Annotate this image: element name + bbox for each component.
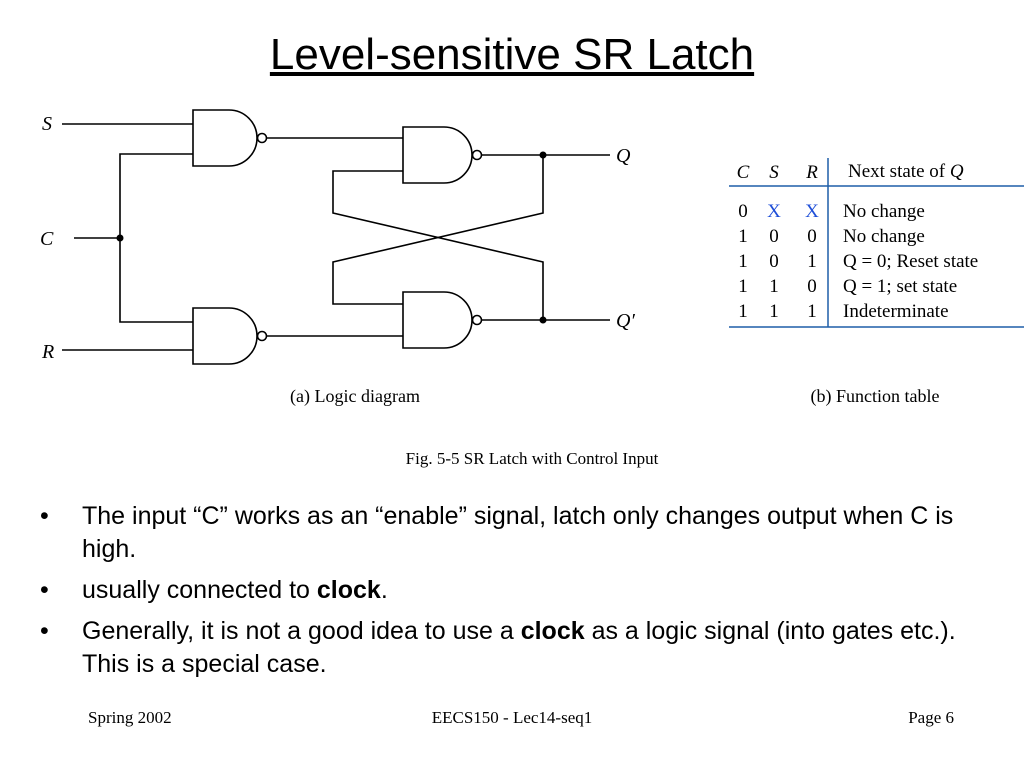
footer-date: Spring 2002 bbox=[88, 708, 172, 727]
caption-logic-diagram: (a) Logic diagram bbox=[290, 386, 420, 407]
bullet-marker: • bbox=[40, 576, 49, 604]
bullet-text-pre: Generally, it is not a good idea to use … bbox=[82, 617, 521, 645]
nand-gate-r bbox=[192, 307, 258, 365]
bullet-text-pre: usually connected to bbox=[82, 576, 317, 604]
footer-page: Page 6 bbox=[908, 708, 954, 727]
label-c: C bbox=[40, 228, 54, 250]
bullet-text-bold: clock bbox=[316, 576, 381, 604]
header-s: S bbox=[769, 162, 779, 183]
table-cell-c: 1 bbox=[738, 251, 748, 272]
label-r: R bbox=[41, 341, 54, 363]
logic-diagram bbox=[62, 109, 610, 365]
nand-bubble-s bbox=[256, 132, 268, 144]
nand-bubble-r bbox=[256, 330, 268, 342]
table-cell-c: 0 bbox=[738, 201, 748, 222]
table-cell-r: 1 bbox=[807, 251, 817, 272]
bullet-item: • Generally, it is not a good idea to us… bbox=[40, 615, 980, 681]
nand-bubble-q bbox=[471, 149, 483, 161]
label-q-prime: Q′ bbox=[616, 310, 635, 332]
table-cell-c: 1 bbox=[738, 301, 748, 322]
bullet-text-post: as a logic signal (into gates etc.). Thi… bbox=[82, 617, 956, 678]
table-cell-next-state: No change bbox=[843, 226, 925, 247]
header-c: C bbox=[737, 162, 750, 183]
nand-gate-q bbox=[402, 126, 473, 184]
bullet-marker: • bbox=[40, 502, 49, 530]
table-cell-s: 0 bbox=[769, 251, 779, 272]
bullet-text-bold: clock bbox=[520, 617, 585, 645]
bullet-item: • usually connected to clock. bbox=[40, 574, 980, 607]
header-r: R bbox=[805, 162, 818, 183]
bullet-list: • The input “C” works as an “enable” sig… bbox=[40, 500, 980, 689]
bullet-text-post: . bbox=[380, 576, 388, 604]
wire-c-up bbox=[119, 153, 193, 238]
header-next-prefix: Next state of bbox=[848, 161, 950, 182]
footer-course: EECS150 - Lec14-seq1 bbox=[431, 708, 593, 727]
diagram-labels: S C R Q Q′ bbox=[40, 113, 635, 363]
slide-title: Level-sensitive SR Latch bbox=[269, 30, 755, 79]
bullet-marker: • bbox=[40, 617, 49, 645]
table-cell-next-state: No change bbox=[843, 201, 925, 222]
nand-gate-q-prime bbox=[402, 291, 473, 349]
header-next-var: Q bbox=[950, 161, 964, 182]
feedback-q-prime-to-upper bbox=[332, 170, 544, 320]
feedback-q-to-lower bbox=[332, 155, 544, 305]
header-next-state: Next state of Q bbox=[848, 161, 964, 182]
captions: (a) Logic diagram (b) Function table Fig… bbox=[290, 386, 939, 468]
label-q: Q bbox=[616, 145, 631, 167]
bullet-text: The input “C” works as an “enable” signa… bbox=[82, 502, 954, 563]
table-cell-next-state: Indeterminate bbox=[843, 301, 949, 322]
table-cell-r: 0 bbox=[807, 226, 817, 247]
table-cell-c: 1 bbox=[738, 276, 748, 297]
wire-c-down bbox=[119, 238, 193, 323]
figure-caption: Fig. 5-5 SR Latch with Control Input bbox=[406, 449, 659, 468]
bullet-item: • The input “C” works as an “enable” sig… bbox=[40, 500, 980, 566]
table-cell-c: 1 bbox=[738, 226, 748, 247]
label-s: S bbox=[42, 113, 52, 135]
table-cell-next-state: Q = 1; set state bbox=[843, 276, 957, 297]
table-cell-r: X bbox=[805, 201, 819, 222]
table-cell-s: 1 bbox=[769, 276, 779, 297]
table-cell-next-state: Q = 0; Reset state bbox=[843, 251, 978, 272]
table-cell-r: 0 bbox=[807, 276, 817, 297]
caption-function-table: (b) Function table bbox=[811, 386, 940, 407]
table-cell-s: X bbox=[767, 201, 781, 222]
table-cell-r: 1 bbox=[807, 301, 817, 322]
junction-c bbox=[116, 234, 124, 242]
nand-gate-s bbox=[192, 109, 258, 167]
table-cell-s: 1 bbox=[769, 301, 779, 322]
table-cell-s: 0 bbox=[769, 226, 779, 247]
nand-bubble-q-prime bbox=[471, 314, 483, 326]
